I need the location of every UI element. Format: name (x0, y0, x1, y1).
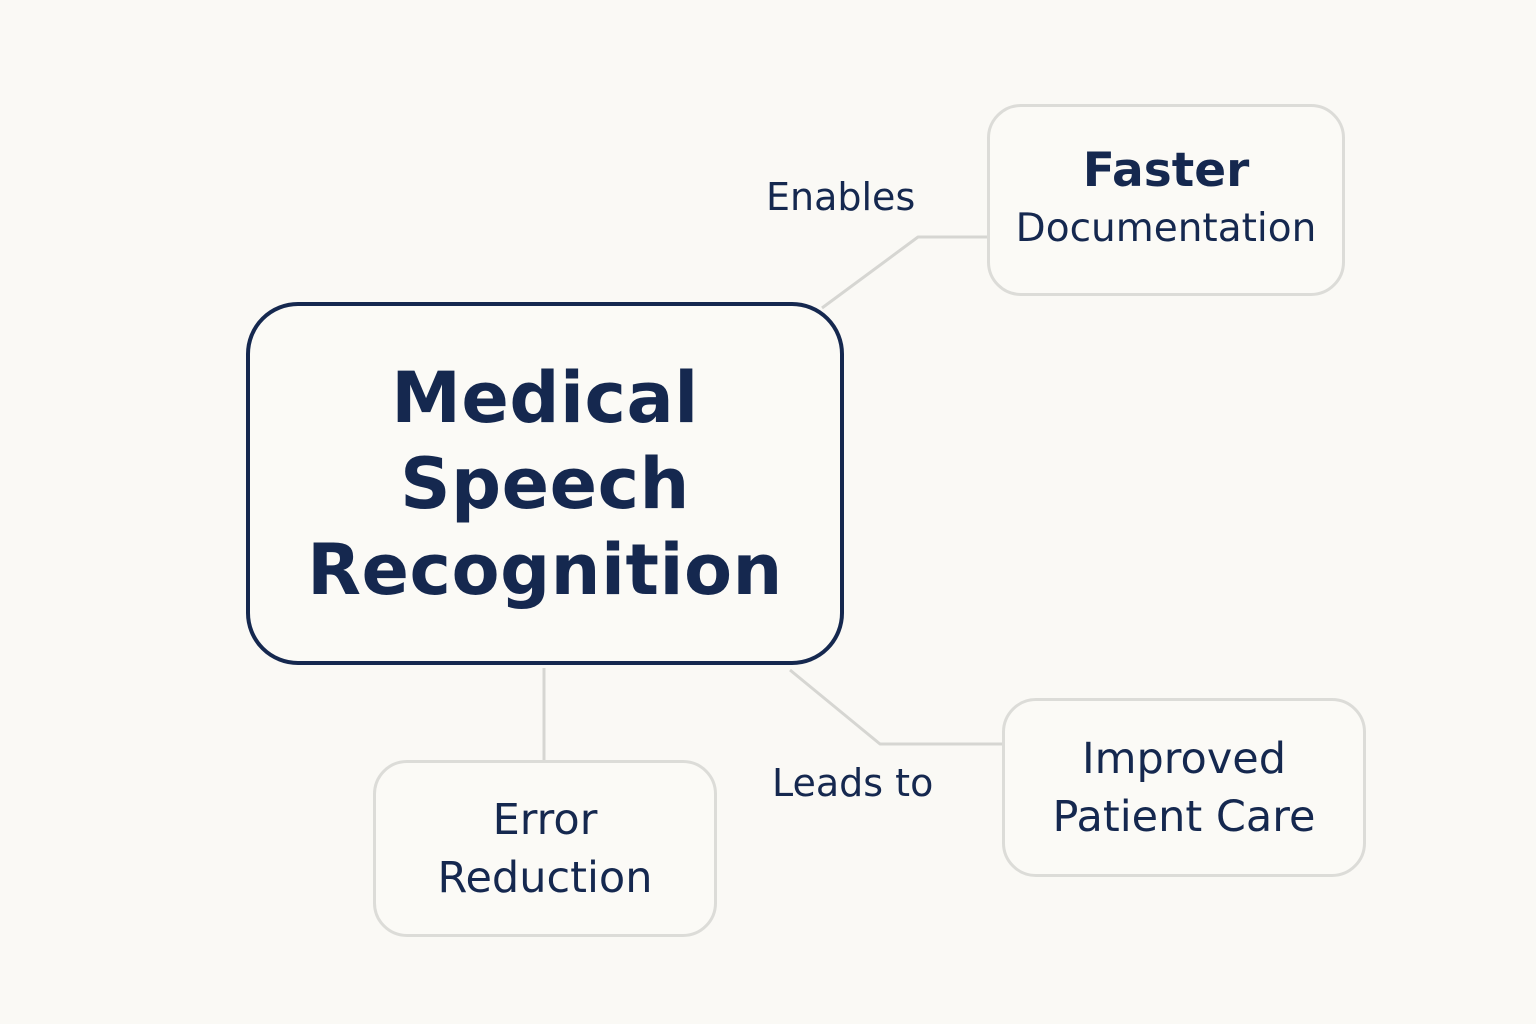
connector-leads-to (789, 668, 1002, 746)
edge-label-leads-to: Leads to (772, 761, 934, 805)
node-faster-line-1: Faster (1082, 143, 1250, 198)
node-improved-line-1: Improved (1081, 733, 1287, 784)
node-medical-speech-recognition: Medical Speech Recognition (246, 302, 844, 665)
edge-label-enables: Enables (766, 175, 916, 219)
node-main-line-3: Recognition (307, 528, 783, 611)
node-faster-line-2: Documentation (1015, 206, 1317, 251)
node-improved-line-2: Patient Care (1052, 791, 1316, 842)
node-error-line-2: Reduction (437, 852, 653, 903)
connector-enables (821, 235, 987, 310)
node-main-line-2: Speech (400, 442, 690, 525)
node-faster-documentation: Faster Documentation (987, 104, 1345, 296)
node-error-line-1: Error (492, 794, 598, 845)
node-main-line-1: Medical (391, 356, 699, 439)
node-improved-patient-care: Improved Patient Care (1002, 698, 1366, 877)
node-error-reduction: Error Reduction (373, 760, 717, 937)
